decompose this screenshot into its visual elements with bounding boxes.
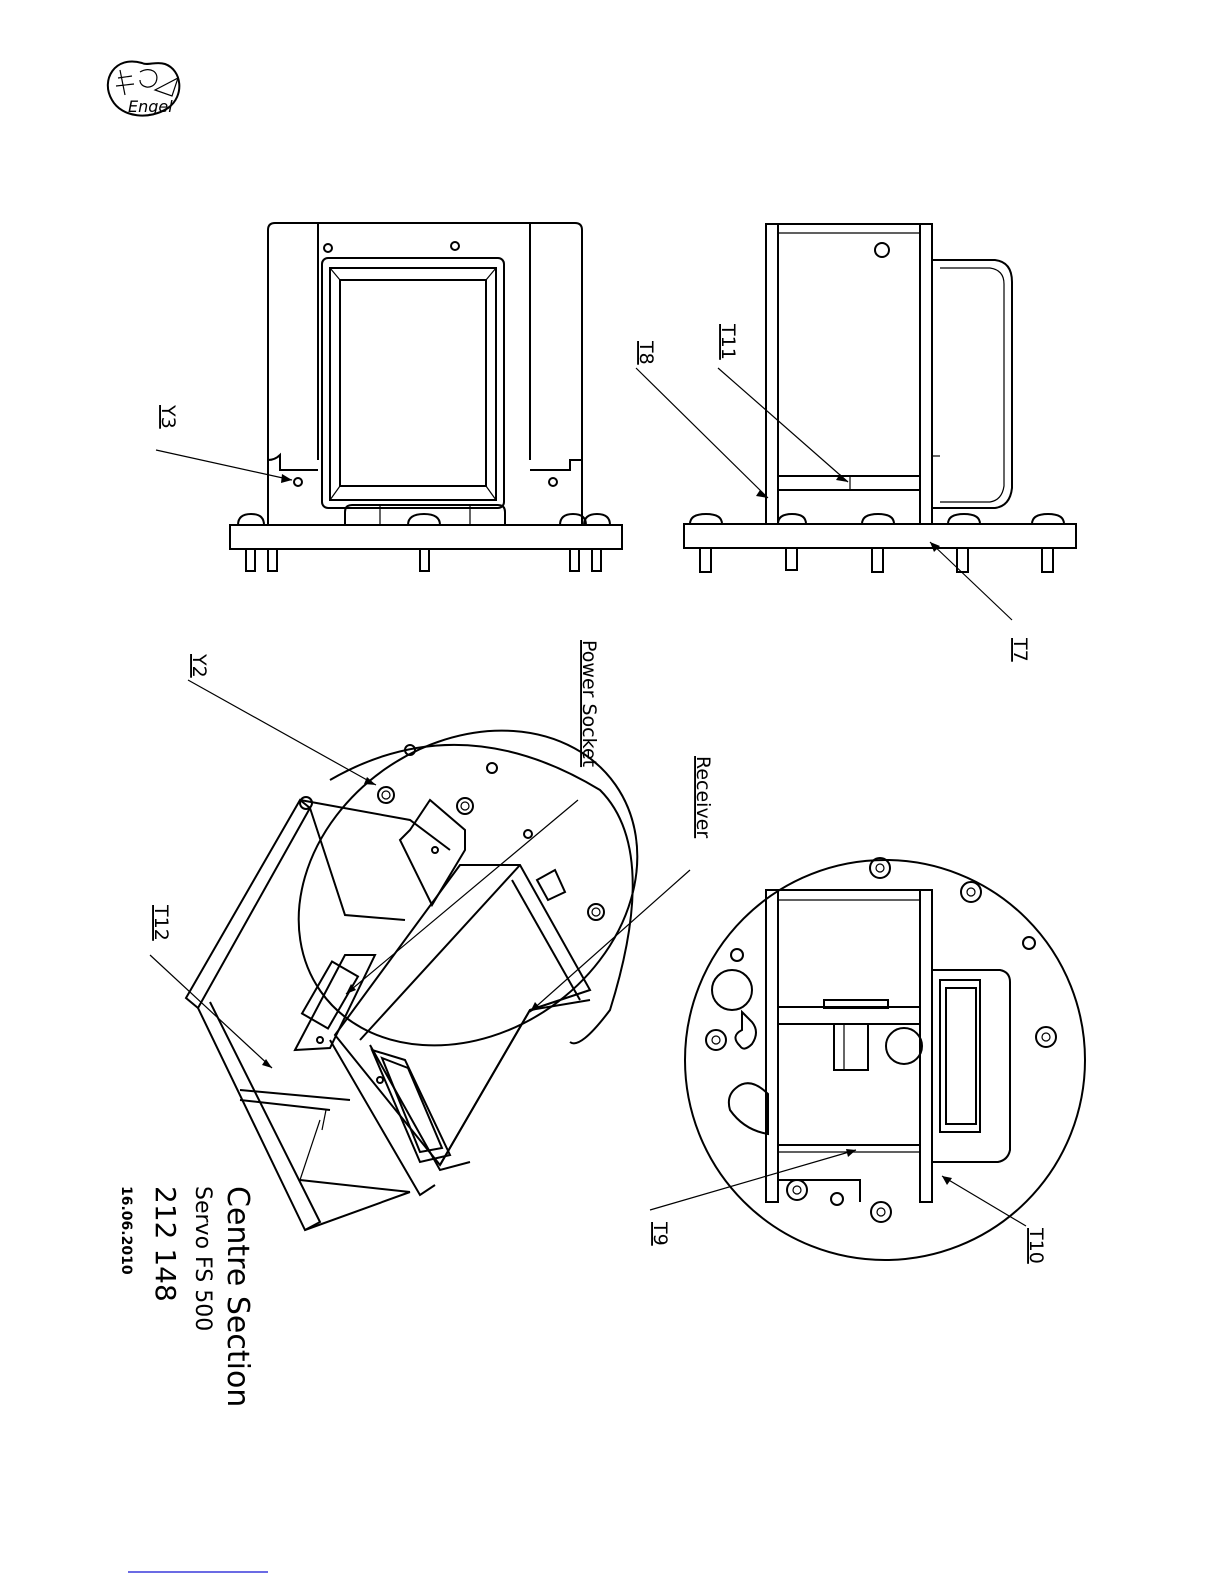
drawing-title: Centre Section [220, 1186, 255, 1407]
engel-logo: Engel [108, 61, 180, 116]
drawing-date: 16.06.2010 [118, 1186, 134, 1275]
label-y3: Y3 [157, 404, 179, 429]
title-block: Centre Section Servo FS 500 212 148 16.0… [118, 1186, 255, 1407]
label-t7: T7 [1009, 637, 1031, 662]
isometric-view [150, 666, 699, 1230]
drawing-subtitle: Servo FS 500 [190, 1186, 215, 1331]
label-power-socket: Power Socket [578, 640, 600, 767]
front-view [156, 223, 622, 571]
label-y2: Y2 [188, 653, 210, 678]
label-t8: T8 [635, 340, 657, 365]
label-t10: T10 [1025, 1227, 1047, 1264]
drawing-number: 212 148 [149, 1186, 182, 1302]
label-t9: T9 [649, 1221, 671, 1246]
top-view [650, 858, 1085, 1260]
label-receiver: Receiver [692, 756, 714, 838]
side-view [636, 224, 1076, 620]
label-t11: T11 [717, 323, 739, 360]
labels: Y3 T8 T11 T7 Y2 Power Socket Receiver T1… [150, 323, 1047, 1264]
label-t12: T12 [150, 904, 172, 941]
logo-text: Engel [128, 97, 173, 116]
